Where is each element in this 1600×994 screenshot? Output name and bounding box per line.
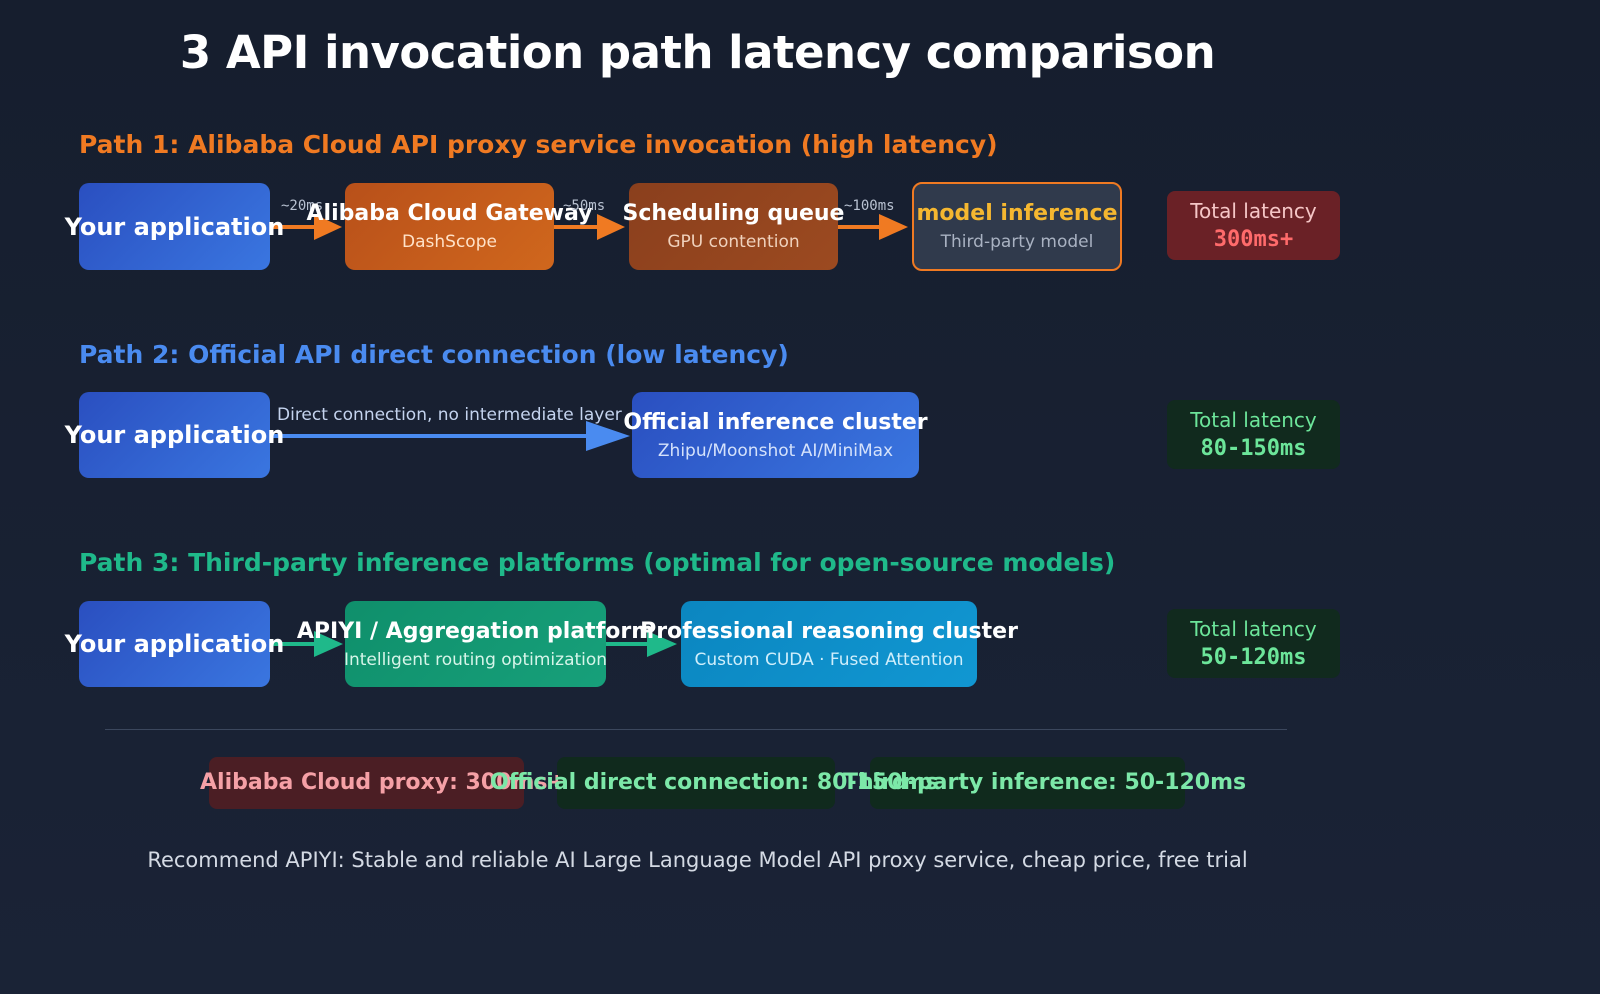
path1-hop-2-latency: ~50ms (563, 198, 606, 214)
path3-app-node: Your application (65, 601, 284, 687)
path2-app-node: Your application (65, 392, 284, 478)
path1-total-value: 300ms+ (1213, 227, 1294, 252)
summary-chip-official (557, 757, 835, 809)
path1-inference-label: model inference (916, 201, 1118, 226)
summary-chip-alibaba (209, 757, 524, 809)
path3-total-latency: Total latency 50-120ms (1167, 609, 1340, 678)
path2-cluster-sub: Zhipu/Moonshot AI/MiniMax (657, 440, 894, 461)
summary-thirdparty: Third-party inference: 50-120ms (843, 770, 1247, 795)
path2-total-label: Total latency (1190, 408, 1317, 432)
path2-link-label: Direct connection, no intermediate layer (277, 405, 622, 425)
path1-queue-label: Scheduling queue (622, 201, 845, 226)
path1-hop-1-latency: ~20ms (281, 198, 324, 214)
path1-queue-sub: GPU contention (667, 232, 800, 252)
path1-arrow-1 (272, 214, 342, 240)
path2-heading: Path 2: Official API direct connection (… (79, 340, 789, 369)
path1-arrow-3 (835, 214, 908, 240)
path1-gateway-sub: DashScope (402, 232, 497, 252)
path3-platform-sub: Intelligent routing optimization (343, 649, 608, 670)
path1-inference-node: model inference Third-party model (912, 182, 1122, 271)
path1-app-node: Your application (65, 183, 284, 270)
path2-arrow (272, 421, 630, 451)
path1-total-latency: Total latency 300ms+ (1167, 191, 1340, 260)
summary-alibaba: Alibaba Cloud proxy: 300ms+ (200, 770, 566, 795)
path1-hop-3-latency: ~100ms (844, 198, 895, 214)
path2-app-label: Your application (64, 421, 285, 449)
path2-cluster-label: Official inference cluster (623, 409, 928, 435)
path3-cluster-node: Professional reasoning cluster Custom CU… (640, 601, 1018, 687)
footer-recommendation: Recommend APIYI: Stable and reliable AI … (147, 848, 1248, 872)
path2-cluster-node: Official inference cluster Zhipu/Moonsho… (623, 392, 928, 478)
path3-total-value: 50-120ms (1200, 645, 1307, 670)
path3-total-label: Total latency (1190, 617, 1317, 641)
path2-total-value: 80-150ms (1200, 436, 1307, 461)
path1-gateway-label: Alibaba Cloud Gateway (306, 201, 593, 226)
path3-platform-label: APIYI / Aggregation platform (296, 618, 655, 644)
summary-official: Official direct connection: 80-150ms (490, 770, 939, 795)
path1-total-label: Total latency (1190, 199, 1317, 223)
path1-inference-sub: Third-party model (940, 232, 1094, 252)
summary-chip-thirdparty (870, 757, 1185, 809)
path3-heading: Path 3: Third-party inference platforms … (79, 548, 1116, 577)
path1-arrow-2 (553, 214, 625, 240)
path2-total-latency: Total latency 80-150ms (1167, 400, 1340, 469)
path3-cluster-label: Professional reasoning cluster (640, 618, 1018, 644)
path3-platform-node: APIYI / Aggregation platform Intelligent… (297, 601, 654, 687)
path3-app-label: Your application (64, 630, 285, 658)
path3-arrow-1 (272, 631, 343, 657)
path1-heading: Path 1: Alibaba Cloud API proxy service … (79, 130, 998, 159)
section-divider (105, 729, 1287, 730)
path3-cluster-sub: Custom CUDA · Fused Attention (694, 649, 964, 670)
path1-queue-node: Scheduling queue GPU contention (623, 183, 844, 270)
path3-arrow-2 (605, 631, 677, 657)
diagram-title: 3 API invocation path latency comparison (179, 26, 1216, 79)
path1-gateway-node: Alibaba Cloud Gateway DashScope (307, 183, 593, 270)
path1-app-label: Your application (64, 212, 285, 241)
